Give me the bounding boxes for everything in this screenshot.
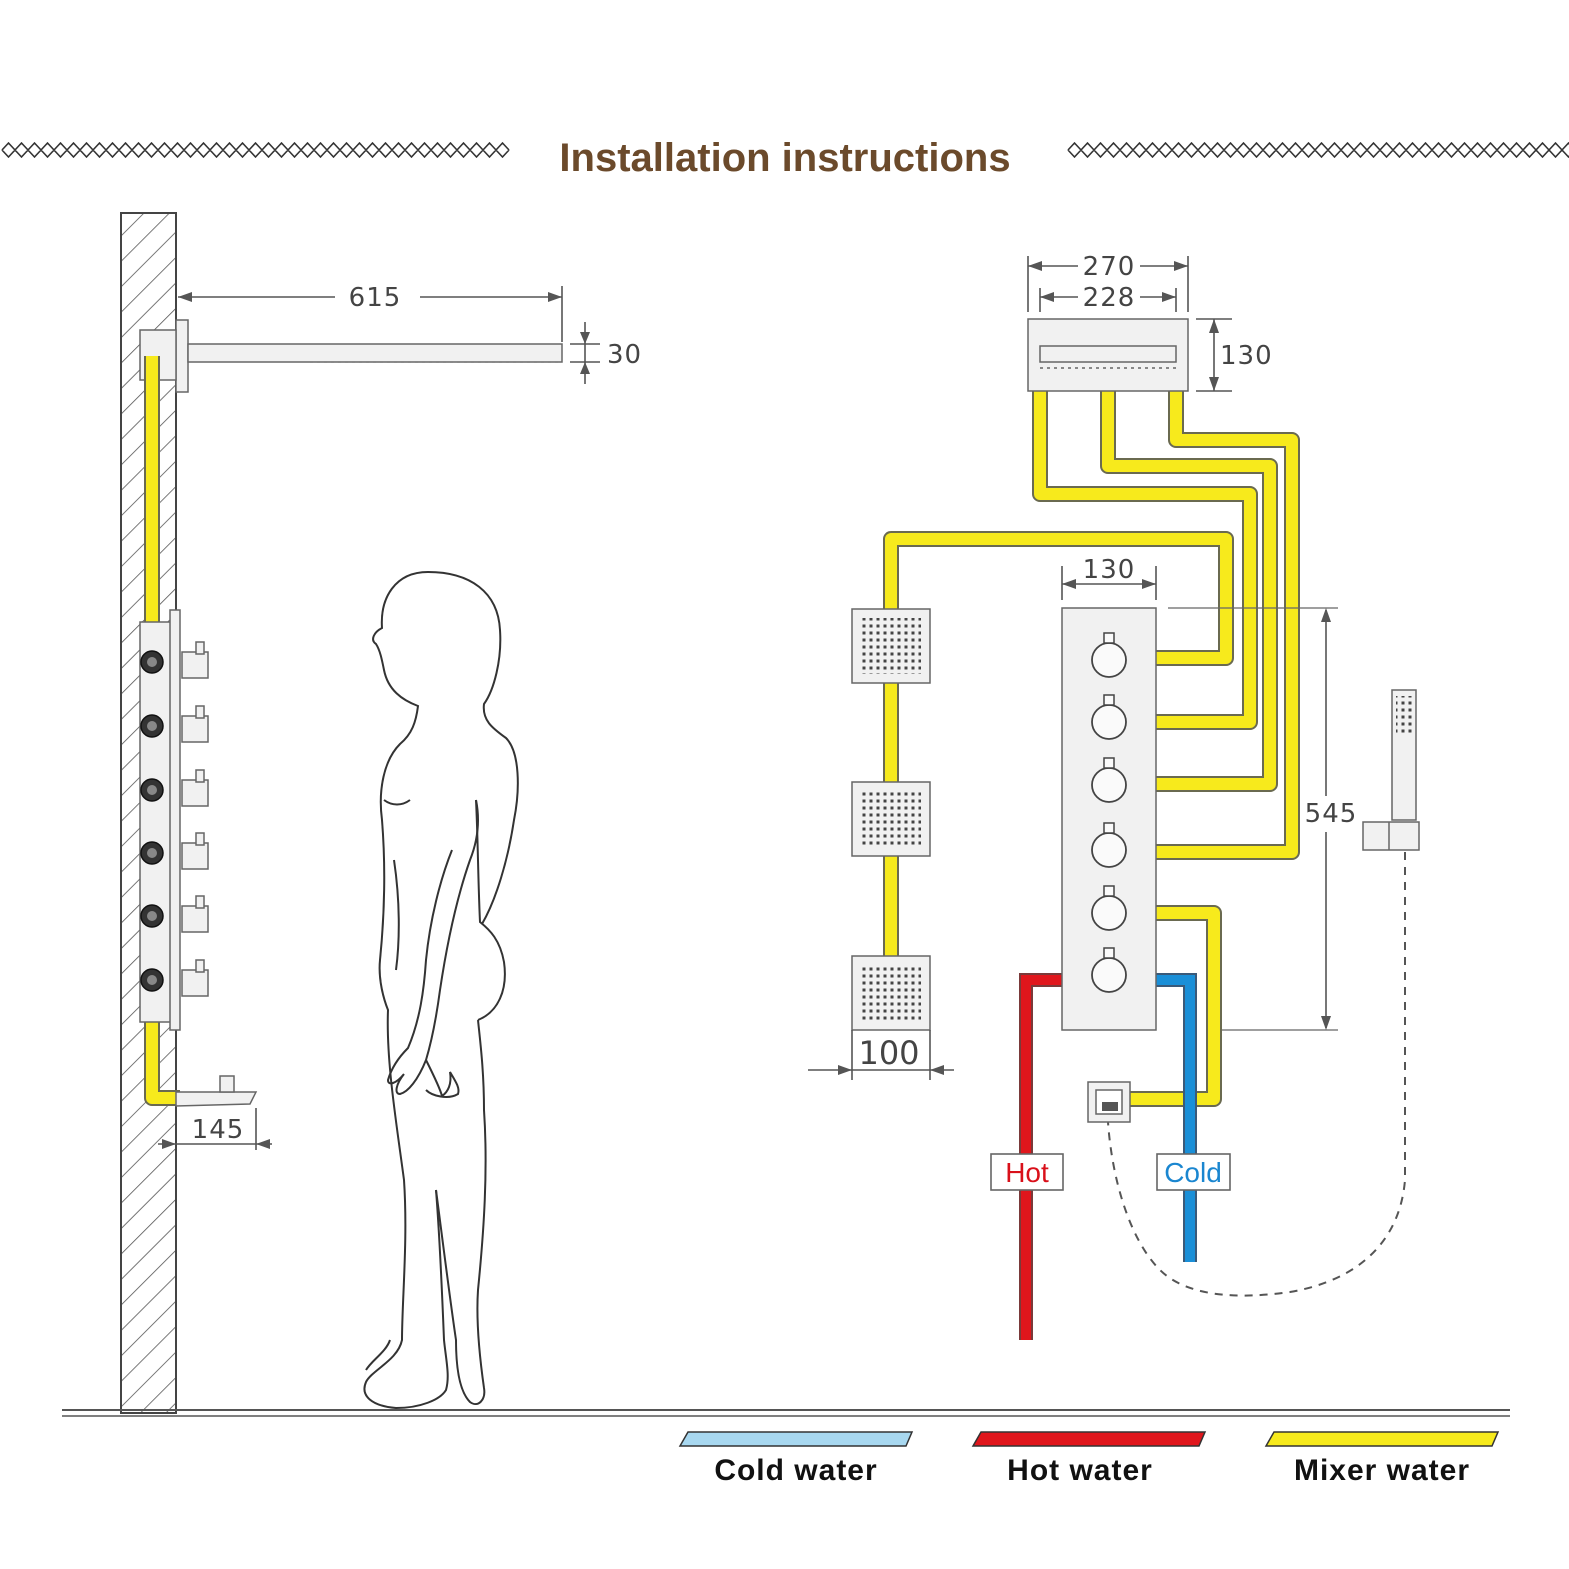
hot-tag-label: Hot	[1005, 1157, 1049, 1188]
side-knob-3	[181, 779, 209, 807]
hot-water-pipe	[1019, 973, 1062, 1340]
dim-100: 100	[858, 1034, 919, 1072]
control-knob-lever-1	[1103, 632, 1115, 644]
floor	[62, 1409, 1510, 1417]
side-jet-nozzle-1	[147, 657, 157, 667]
control-knob-1	[1091, 642, 1127, 678]
human-figure	[363, 571, 519, 1410]
side-knob-stem-1	[195, 641, 205, 655]
side-knob-stem-6	[195, 959, 205, 973]
side-knob-1	[181, 651, 209, 679]
overhead-shower-head	[1027, 318, 1189, 392]
hot-tag: Hot	[990, 1153, 1064, 1191]
side-knob-stem-2	[195, 705, 205, 719]
control-knob-lever-3	[1103, 757, 1115, 769]
mixer-water-pipes	[883, 391, 1300, 1107]
dimension-body-jet: 100	[808, 1030, 954, 1080]
header-divider-right	[1067, 141, 1569, 159]
side-knob-stem-4	[195, 832, 205, 846]
side-knob-4	[181, 842, 209, 870]
control-knob-lever-2	[1103, 694, 1115, 706]
header-divider-left	[1, 141, 510, 159]
mixer-pipe-1	[885, 533, 1232, 664]
cold-tag-label: Cold	[1164, 1157, 1222, 1188]
legend-hot-label: Hot water	[1007, 1454, 1153, 1487]
side-knob-stem-3	[195, 769, 205, 783]
shower-panel-side	[139, 609, 209, 1031]
dimension-head-thickness: 30	[570, 322, 642, 384]
dim-130-head: 130	[1220, 341, 1273, 371]
legend: Cold water Hot water Mixer water	[678, 1431, 1500, 1487]
dim-615: 615	[349, 283, 402, 313]
side-jet-nozzle-6	[147, 975, 157, 985]
cold-water-pipe	[1156, 973, 1197, 1262]
dimension-arm-length: 615	[178, 283, 563, 342]
control-knob-6	[1091, 957, 1127, 993]
dimension-panel-width: 130	[1061, 555, 1157, 600]
dimension-spout-offset: 145	[158, 1108, 272, 1150]
dimension-head-width: 270 228	[1027, 252, 1189, 313]
side-jet-nozzle-3	[147, 785, 157, 795]
side-jet-nozzle-5	[147, 911, 157, 921]
hand-shower	[1107, 689, 1420, 1297]
legend-mixer-water: Mixer water	[1264, 1431, 1500, 1487]
dimension-head-depth: 130	[1196, 318, 1273, 392]
legend-cold-water: Cold water	[678, 1431, 914, 1487]
body-jet-nozzles-3	[861, 965, 921, 1021]
side-jet-nozzle-4	[147, 848, 157, 858]
control-knob-5	[1091, 895, 1127, 931]
side-knob-5	[181, 905, 209, 933]
side-knob-stem-5	[195, 895, 205, 909]
wall-outlet	[1087, 1081, 1131, 1123]
control-knob-lever-4	[1103, 822, 1115, 834]
side-knob-2	[181, 715, 209, 743]
tub-spout	[175, 1075, 258, 1107]
dim-130-panel: 130	[1083, 555, 1136, 585]
control-knob-2	[1091, 704, 1127, 740]
dim-270: 270	[1083, 252, 1136, 282]
control-knob-4	[1091, 832, 1127, 868]
control-knob-3	[1091, 767, 1127, 803]
body-jets	[851, 608, 931, 1031]
body-jet-nozzles-1	[861, 618, 921, 674]
control-knob-lever-5	[1103, 885, 1115, 897]
overhead-shower-arm	[139, 319, 563, 393]
panel-mixer-pipe	[144, 356, 180, 1106]
body-jet-nozzles-2	[861, 791, 921, 847]
control-knob-lever-6	[1103, 947, 1115, 959]
mixer-pipe-7	[1130, 907, 1220, 1105]
mixer-pipe-6	[1156, 391, 1298, 858]
dimension-panel-height: 545	[1168, 607, 1358, 1031]
legend-cold-label: Cold water	[714, 1454, 877, 1487]
dim-228: 228	[1083, 283, 1136, 313]
legend-hot-water: Hot water	[971, 1431, 1207, 1487]
dim-545: 545	[1305, 799, 1358, 829]
page-title: Installation instructions	[559, 136, 1010, 180]
cold-tag: Cold	[1156, 1153, 1231, 1191]
side-knob-6	[181, 969, 209, 997]
dim-30: 30	[607, 340, 642, 370]
mixer-pipe-5	[1102, 391, 1276, 790]
dim-145: 145	[192, 1115, 245, 1145]
side-jet-nozzle-2	[147, 721, 157, 731]
mixer-pipe-outline-1	[883, 531, 1234, 666]
legend-mixer-label: Mixer water	[1294, 1454, 1470, 1487]
thermostatic-control-panel	[1061, 607, 1157, 1031]
mixer-pipe-4	[1034, 391, 1256, 728]
